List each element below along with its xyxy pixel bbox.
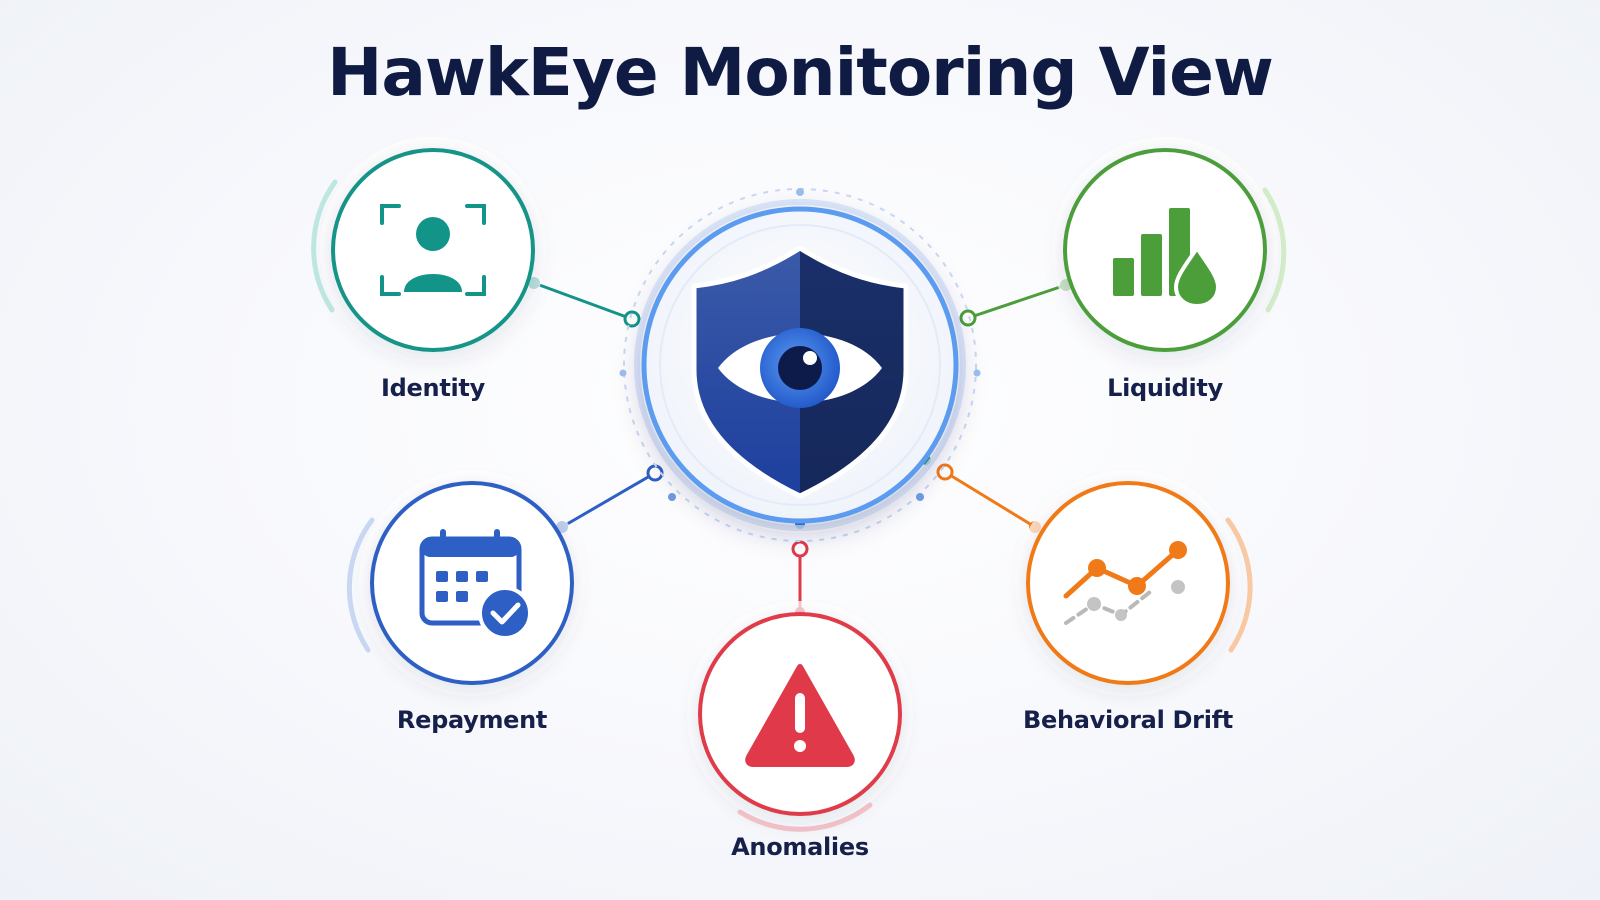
connector-identity (528, 277, 657, 331)
connector-liquidity (943, 279, 1072, 330)
node-label-identity: Identity (381, 374, 485, 402)
bar-chart-droplet-icon (1113, 208, 1221, 309)
user-scan-icon (380, 204, 486, 296)
hub (619, 188, 981, 542)
node-repayment (346, 470, 585, 696)
node-liquidity (1052, 137, 1287, 363)
trend-line-icon (1063, 541, 1187, 625)
node-anomalies (687, 601, 913, 832)
shield-eye-icon (691, 245, 909, 499)
calendar-check-icon (419, 529, 532, 640)
warning-triangle-icon (745, 664, 855, 767)
page-title: HawkEye Monitoring View (327, 34, 1274, 111)
node-label-liquidity: Liquidity (1107, 374, 1223, 402)
node-label-anomalies: Anomalies (731, 833, 869, 861)
node-label-repayment: Repayment (396, 706, 548, 734)
node-behavioral-drift (1015, 470, 1253, 696)
node-label-behavioral-drift: Behavioral Drift (1023, 706, 1233, 734)
node-identity (311, 137, 546, 363)
connector-behavioral-drift (936, 463, 1041, 533)
